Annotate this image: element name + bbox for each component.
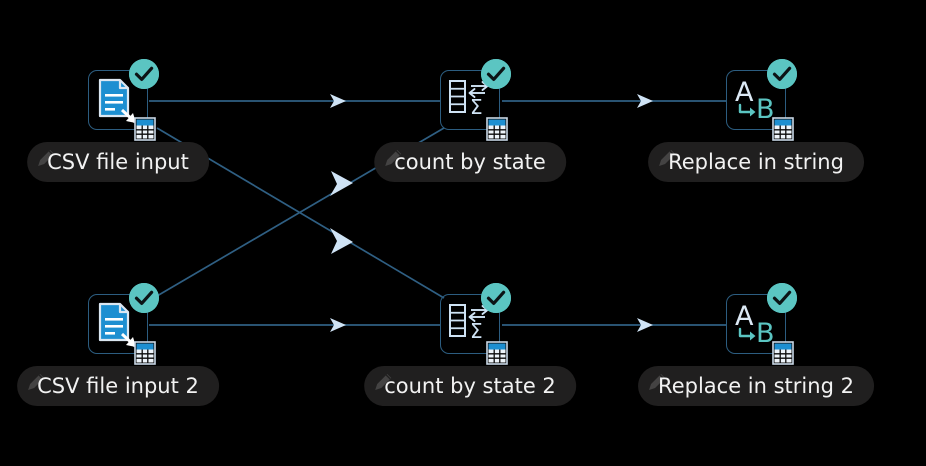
output-table-icon — [772, 117, 794, 141]
svg-text:Σ: Σ — [470, 319, 483, 343]
node-body[interactable] — [440, 294, 500, 354]
node-label-text: count by state 2 — [384, 373, 556, 398]
replace-string-icon: A B — [730, 298, 782, 350]
output-table-icon — [772, 341, 794, 365]
node-label-replace-in-string-2[interactable]: Replace in string 2 — [638, 366, 874, 406]
check-badge-icon — [767, 283, 797, 313]
node-label-count-by-state-2[interactable]: count by state 2 — [364, 366, 576, 406]
check-badge-icon — [767, 59, 797, 89]
check-badge-icon — [481, 59, 511, 89]
output-table-icon — [134, 117, 156, 141]
edge-csv1-to-count1-arrow — [330, 94, 346, 108]
node-label-csv-file-input[interactable]: CSV file input — [27, 142, 209, 182]
replace-string-icon: A B — [730, 74, 782, 126]
check-badge-icon — [481, 283, 511, 313]
edge-count2-to-replace2-arrow — [637, 318, 653, 332]
svg-text:A: A — [735, 301, 754, 332]
node-body[interactable] — [726, 70, 786, 130]
edge-csv2-to-count1-arrow — [330, 171, 353, 196]
svg-text:A: A — [735, 77, 754, 108]
edge-count1-to-replace1-arrow — [637, 94, 653, 108]
csv-file-input-icon — [92, 298, 144, 350]
node-label-text: Replace in string 2 — [658, 373, 854, 398]
edge-csv2-to-count2-arrow — [330, 318, 346, 332]
node-label-count-by-state[interactable]: count by state — [374, 142, 566, 182]
count-aggregate-icon: Σ — [444, 298, 496, 350]
output-table-icon — [134, 341, 156, 365]
node-body[interactable] — [88, 294, 148, 354]
node-body[interactable] — [726, 294, 786, 354]
node-label-csv-file-input-2[interactable]: CSV file input 2 — [17, 366, 219, 406]
node-label-text: Replace in string — [668, 149, 844, 174]
output-table-icon — [486, 117, 508, 141]
check-badge-icon — [129, 59, 159, 89]
node-label-replace-in-string[interactable]: Replace in string — [648, 142, 864, 182]
node-label-text: CSV file input 2 — [37, 373, 199, 398]
node-body[interactable] — [440, 70, 500, 130]
count-aggregate-icon: Σ — [444, 74, 496, 126]
check-badge-icon — [129, 283, 159, 313]
output-table-icon — [486, 341, 508, 365]
node-label-text: count by state — [394, 149, 546, 174]
svg-text:B: B — [756, 94, 775, 125]
node-body[interactable] — [88, 70, 148, 130]
csv-file-input-icon — [92, 74, 144, 126]
svg-text:B: B — [756, 318, 775, 349]
svg-text:Σ: Σ — [470, 95, 483, 119]
edge-csv1-to-count2-arrow — [330, 228, 353, 254]
node-label-text: CSV file input — [47, 149, 189, 174]
